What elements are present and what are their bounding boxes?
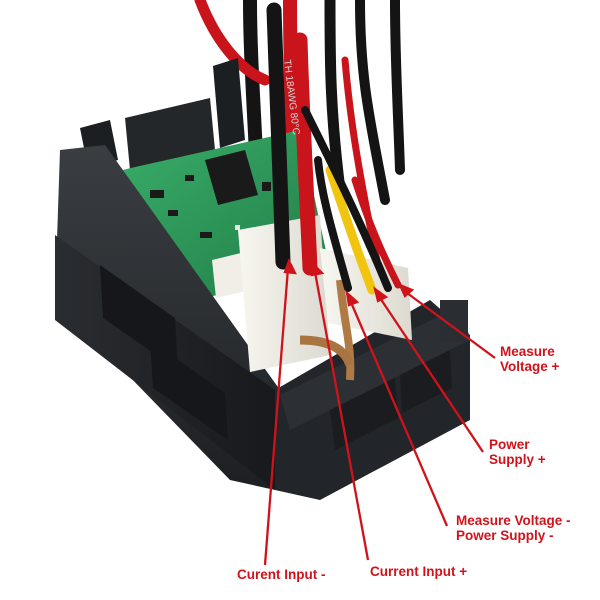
label-line: Power Supply - — [456, 528, 554, 543]
label-line: Supply + — [489, 452, 546, 467]
arrow-power-supply-plus — [377, 294, 484, 453]
label-line: Measure — [500, 344, 555, 359]
housing-rear-tabs — [80, 58, 245, 170]
label-measure-voltage-minus-power-supply-minus: Measure Voltage - Power Supply - — [456, 513, 571, 543]
annotation-arrows — [263, 258, 496, 566]
label-measure-voltage-plus: Measure Voltage + — [500, 344, 559, 374]
arrow-current-input-minus — [263, 267, 290, 566]
label-power-supply-plus: Power Supply + — [489, 437, 546, 467]
arrow-current-input-plus — [313, 271, 370, 561]
label-line: Voltage + — [500, 359, 560, 374]
arrow-measure-voltage-plus — [402, 289, 496, 359]
arrow-measure-voltage-minus — [348, 299, 449, 527]
label-line: Power — [489, 437, 530, 452]
label-current-input-plus: Current Input + — [370, 564, 468, 579]
meter-housing — [55, 145, 470, 500]
label-line: Measure Voltage - — [456, 513, 571, 528]
label-current-input-minus: Curent Input - — [237, 567, 326, 582]
wire-leads: TH 18AWG 80°C — [266, 2, 402, 295]
chip-ic — [205, 150, 258, 205]
